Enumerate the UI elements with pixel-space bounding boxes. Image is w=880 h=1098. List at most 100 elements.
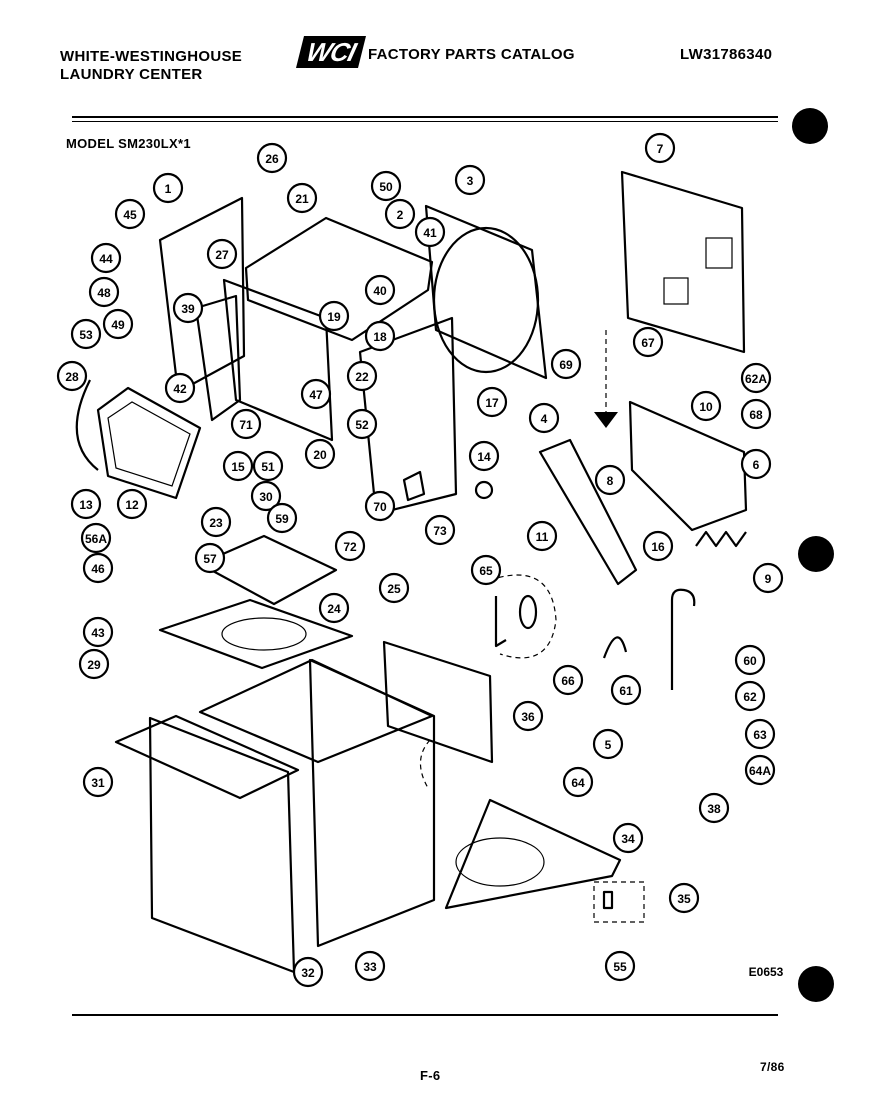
- part-callout-11: 11: [526, 520, 558, 552]
- part-callout-9: 9: [752, 562, 784, 594]
- part-callout-63: 63: [744, 718, 776, 750]
- part-callout-64: 64: [562, 766, 594, 798]
- callout-number: 68: [749, 408, 763, 422]
- top-frame-part: [244, 216, 434, 342]
- callout-number: 40: [373, 284, 387, 298]
- part-callout-53: 53: [70, 318, 102, 350]
- callout-circle: [470, 554, 502, 586]
- callout-number: 48: [97, 286, 111, 300]
- callout-circle: [752, 562, 784, 594]
- part-callout-67: 67: [632, 326, 664, 358]
- callout-number: 28: [65, 370, 79, 384]
- drum-back-part: [424, 204, 548, 380]
- callout-circle: [346, 360, 378, 392]
- callout-circle: [88, 276, 120, 308]
- door-inner: [107, 401, 191, 487]
- callout-number: 64: [571, 776, 585, 790]
- door-part: [96, 386, 202, 500]
- callout-number: 1: [165, 182, 172, 196]
- part-callout-64a: 64A: [744, 754, 776, 786]
- page-number: F-6: [420, 1068, 441, 1083]
- part-callout-70: 70: [364, 490, 396, 522]
- part-callout-31: 31: [82, 766, 114, 798]
- callout-circle: [222, 450, 254, 482]
- callout-number: 70: [373, 500, 387, 514]
- callout-circle: [690, 390, 722, 422]
- callout-number: 27: [215, 248, 229, 262]
- callout-circle: [318, 592, 350, 624]
- vent-grille-2: [663, 277, 689, 305]
- callout-circle: [552, 664, 584, 696]
- callout-number: 69: [559, 358, 573, 372]
- callout-number: 50: [379, 180, 393, 194]
- callout-number: 13: [79, 498, 93, 512]
- part-callout-3: 3: [454, 164, 486, 196]
- callout-number: 3: [467, 174, 474, 188]
- part-callout-40: 40: [364, 274, 396, 306]
- callout-number: 49: [111, 318, 125, 332]
- callout-number: 4: [541, 412, 548, 426]
- part-callout-19: 19: [318, 300, 350, 332]
- callout-number: 52: [355, 418, 369, 432]
- callout-number: 63: [753, 728, 767, 742]
- callout-number: 61: [619, 684, 633, 698]
- front-bulkhead-part: [222, 278, 334, 442]
- callout-circle: [612, 822, 644, 854]
- callout-circle: [668, 882, 700, 914]
- callout-circle: [592, 728, 624, 760]
- part-callout-73: 73: [424, 514, 456, 546]
- callout-circle: [82, 616, 114, 648]
- callout-circle: [318, 300, 350, 332]
- part-label-callouts: 1234567891011121314151617181920212223242…: [56, 132, 784, 988]
- part-callout-21: 21: [286, 182, 318, 214]
- callout-circle: [300, 378, 332, 410]
- vent-grille-1: [705, 237, 733, 269]
- part-callout-29: 29: [78, 648, 110, 680]
- callout-number: 23: [209, 516, 223, 530]
- callout-circle: [424, 514, 456, 546]
- side-panel-part: [358, 316, 458, 516]
- rear-panel-part: [620, 170, 746, 354]
- callout-number: 11: [536, 530, 549, 544]
- callout-circle: [364, 274, 396, 306]
- part-callout-15: 15: [222, 450, 254, 482]
- part-callout-10: 10: [690, 390, 722, 422]
- callout-number: 12: [125, 498, 139, 512]
- part-callout-60: 60: [734, 644, 766, 676]
- part-callout-48: 48: [88, 276, 120, 308]
- heater-duct-part: [628, 400, 748, 532]
- part-callout-20: 20: [304, 438, 336, 470]
- clip-66: [518, 594, 538, 630]
- callout-number: 15: [231, 460, 245, 474]
- part-callout-36: 36: [512, 700, 544, 732]
- binder-hole-bottom: [798, 966, 834, 1002]
- part-drawings: [75, 170, 748, 974]
- switch-73: [402, 470, 426, 502]
- callout-circle: [476, 386, 508, 418]
- callout-circle: [230, 408, 262, 440]
- part-callout-72: 72: [334, 530, 366, 562]
- catalog-title: FACTORY PARTS CATALOG: [368, 46, 575, 63]
- header-rule-bottom: [72, 121, 778, 122]
- callout-number: 2: [397, 208, 404, 222]
- part-callout-4: 4: [528, 402, 560, 434]
- part-callout-52: 52: [346, 408, 378, 440]
- callout-circle: [550, 348, 582, 380]
- belt-14: [474, 480, 494, 500]
- part-callout-27: 27: [206, 238, 238, 270]
- part-callout-30: 30: [250, 480, 282, 512]
- part-callout-42: 42: [164, 372, 196, 404]
- callout-circle: [744, 718, 776, 750]
- bracket-65: [494, 596, 507, 648]
- callout-number: 55: [613, 960, 627, 974]
- callout-circle: [734, 644, 766, 676]
- callout-number: 7: [657, 142, 664, 156]
- callout-number: 71: [239, 418, 253, 432]
- callout-circle: [346, 408, 378, 440]
- callout-number: 72: [343, 540, 357, 554]
- callout-number: 60: [743, 654, 757, 668]
- callout-number: 47: [309, 388, 323, 402]
- cover-plate-part: [198, 534, 338, 606]
- callout-number: 39: [181, 302, 195, 316]
- callout-circle: [82, 552, 114, 584]
